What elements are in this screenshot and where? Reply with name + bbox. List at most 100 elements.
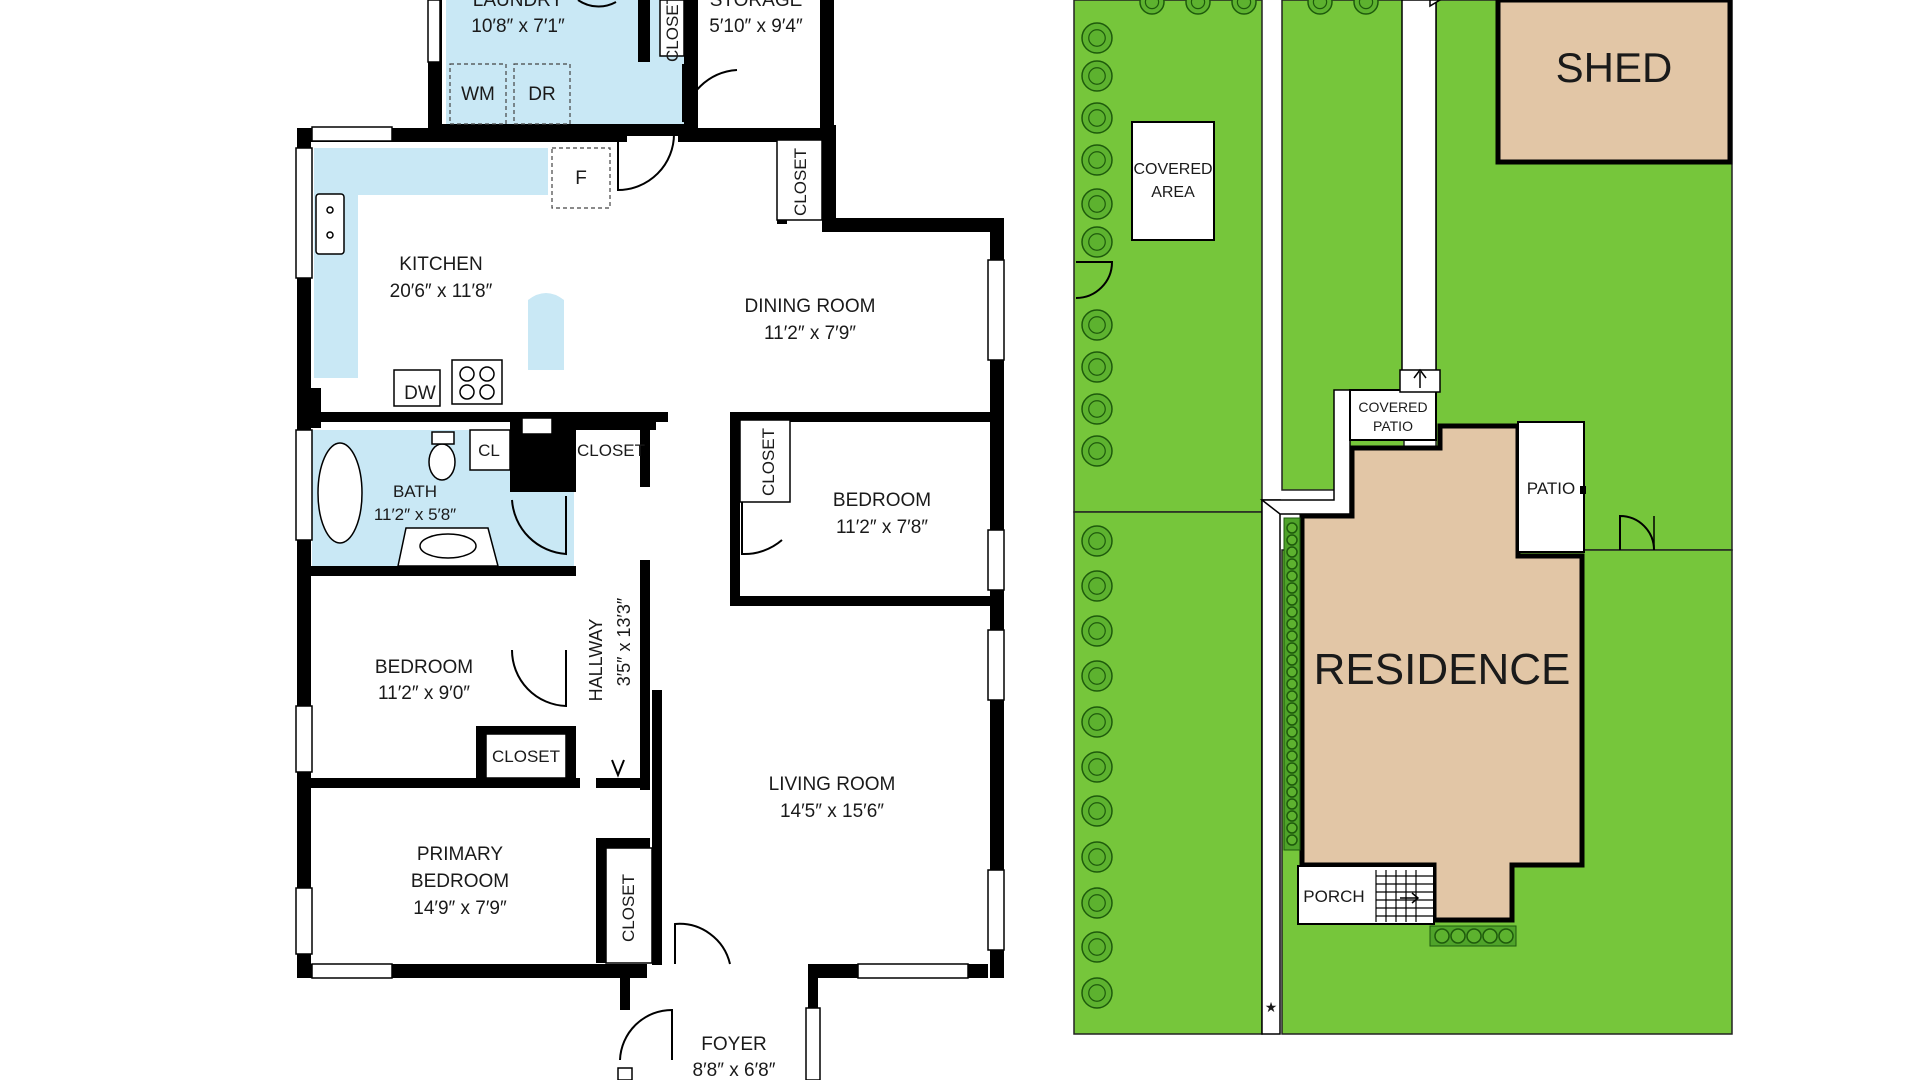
door-swing [577, 0, 617, 8]
closet-kitchen [776, 139, 823, 221]
toilet-icon [428, 443, 456, 481]
kitchen-dims: 20′6″ x 11′8″ [390, 281, 493, 302]
door-swing [619, 1008, 673, 1061]
shrub-icon [1286, 690, 1298, 702]
shrub-icon [1081, 977, 1113, 1009]
shrub-inner [1088, 894, 1106, 912]
shrub-icon [1286, 618, 1298, 630]
hallway-label: HALLWAY [586, 619, 606, 702]
shrub-icon [1081, 393, 1113, 425]
shrub-icon [1286, 534, 1298, 546]
closet-primary [605, 847, 653, 964]
shrub-icon [1286, 654, 1298, 666]
shrub-icon [1286, 522, 1298, 534]
window [617, 1067, 633, 1080]
shrub-inner [1088, 802, 1106, 820]
shrub-icon [1286, 582, 1298, 594]
shrub-icon [1081, 615, 1113, 647]
kitchen-closet-label: CLOSET [791, 148, 810, 216]
shrub-icon [1286, 714, 1298, 726]
shrub-inner [1088, 622, 1106, 640]
closet-bedroom-top [739, 419, 791, 503]
window [805, 1007, 821, 1080]
shed-label: SHED [1556, 44, 1673, 91]
shrub-inner [1088, 667, 1106, 685]
shrub-inner [1088, 400, 1106, 418]
site-plan: ★ COVERED AREA SHED COVERED PATIO RESIDE… [1073, 0, 1733, 1035]
shrub-inner [1088, 151, 1106, 169]
window [987, 529, 1005, 591]
shrub-icon [1286, 642, 1298, 654]
kitchen-counter [314, 148, 548, 378]
bedroom-top-label: BEDROOM [833, 490, 931, 511]
residence-label: RESIDENCE [1314, 645, 1571, 694]
storage-dims: 5′10″ x 9′4″ [709, 16, 803, 37]
washer-icon [449, 63, 507, 125]
dishwasher-label: DW [404, 383, 436, 404]
door-swing [511, 496, 567, 556]
closet-bedroom-left [485, 733, 567, 779]
center-walkway [1261, 499, 1281, 1035]
porch-steps [1375, 870, 1434, 922]
window [987, 869, 1005, 951]
floor-plan: LAUNDRY 10′8″ x 7′1″ WM DR STORAGE 5′10″… [295, 0, 1005, 1080]
bedroom-left-closet-label: CLOSET [492, 747, 560, 766]
linen-closet-label: CL [478, 441, 500, 460]
patio-label: PATIO [1527, 479, 1576, 498]
shrub-inner [1088, 758, 1106, 776]
shrub-icon [1286, 762, 1298, 774]
shrub-group [1081, 0, 1514, 1009]
primary-closet-label: CLOSET [619, 874, 638, 942]
foyer-label: FOYER [701, 1034, 766, 1055]
laundry-label: LAUNDRY [473, 0, 564, 11]
covered-patio-label-2: PATIO [1373, 418, 1413, 434]
dryer-icon [513, 63, 571, 125]
shrub-inner [1088, 316, 1106, 334]
shrub-icon [1286, 630, 1298, 642]
window [427, 0, 441, 63]
shrub-icon [1081, 102, 1113, 134]
fridge-label: F [575, 168, 587, 189]
shrub-icon [1286, 726, 1298, 738]
fridge-icon [551, 147, 611, 209]
hall-closet-label: CLOSET [577, 441, 645, 460]
side-walkway [1401, 0, 1437, 373]
window [295, 887, 313, 955]
shrub-inner [1088, 848, 1106, 866]
shrub-icon [1286, 546, 1298, 558]
door-swing [741, 496, 783, 556]
shrub-inner [1088, 358, 1106, 376]
shrub-icon [1286, 810, 1298, 822]
bedroom-left-dims: 11′2″ x 9′0″ [378, 683, 470, 704]
shrub-icon [1081, 309, 1113, 341]
porch-label: PORCH [1303, 887, 1364, 906]
dining-dims: 11′2″ x 7′9″ [764, 323, 856, 344]
shrub-icon [1081, 660, 1113, 692]
porch [1297, 865, 1435, 925]
dryer-label: DR [528, 84, 555, 105]
shrub-icon [1081, 887, 1113, 919]
shrub-icon [1081, 435, 1113, 467]
shrub-inner [1312, 0, 1328, 10]
washer-label: WM [461, 84, 495, 105]
door-swing [674, 922, 731, 965]
shrub-icon [1286, 834, 1298, 846]
shrub-inner [1358, 0, 1374, 10]
shrub-icon [1081, 144, 1113, 176]
shrub-icon [1081, 22, 1113, 54]
shrub-icon [1286, 738, 1298, 750]
shrub-icon [1434, 928, 1450, 944]
shrub-icon [1081, 931, 1113, 963]
closet-storage [659, 0, 685, 57]
bedroom-left-label: BEDROOM [375, 657, 473, 678]
door-swing [617, 133, 675, 192]
range-icon [451, 359, 503, 405]
svg-text:★: ★ [1265, 999, 1278, 1015]
door-swing [682, 64, 738, 123]
shrub-icon [1081, 525, 1113, 557]
window [295, 705, 313, 773]
shrub-icon [1286, 666, 1298, 678]
door-swing [511, 649, 567, 708]
window [311, 963, 393, 979]
